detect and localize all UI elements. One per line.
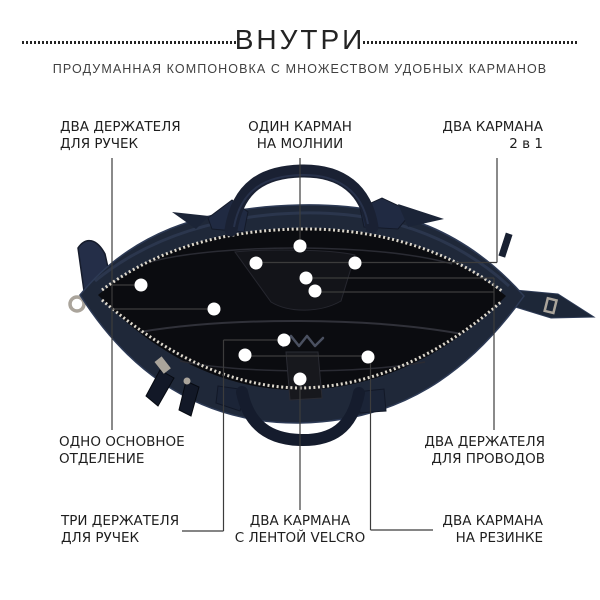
snap-hook-ring <box>68 295 86 313</box>
callout-wire-holders: ДВА ДЕРЖАТЕЛЯ ДЛЯ ПРОВОДОВ <box>424 434 545 467</box>
feature-dots <box>134 239 375 386</box>
callout-lines <box>111 158 498 532</box>
feature-dot-elastic-b <box>361 350 375 364</box>
callout-elastic-pockets: ДВА КАРМАНА НА РЕЗИНКЕ <box>442 513 543 546</box>
callout-label-line: ДЛЯ РУЧЕК <box>61 529 140 546</box>
callout-main-compartment: ОДНО ОСНОВНОЕ ОТДЕЛЕНИЕ <box>59 434 185 467</box>
callout-label-line: ОДИН КАРМАН <box>248 119 352 135</box>
callout-label-line: НА РЕЗИНКЕ <box>455 529 543 546</box>
top-handle <box>224 164 379 237</box>
callout-velcro-pockets: ДВА КАРМАНА С ЛЕНТОЙ VELCRO <box>235 513 366 546</box>
title-divider-left <box>22 41 237 44</box>
callout-label-line: ОДНО ОСНОВНОЕ <box>59 434 185 450</box>
handle-wing-right <box>398 204 444 227</box>
zipper-slider-2 <box>183 377 191 385</box>
callout-label-line: С ЛЕНТОЙ VELCRO <box>234 529 366 546</box>
callout-line-wire-holders <box>306 277 495 430</box>
handle-wing-left <box>172 212 209 229</box>
zipper-slider <box>154 356 171 374</box>
feature-dot-velcro <box>293 372 307 386</box>
feature-dot-2in1-b <box>348 256 362 270</box>
top-handle-highlight <box>233 173 369 228</box>
callout-label-line: ДВА КАРМАНА <box>442 119 543 135</box>
callout-line-elastic <box>245 355 433 531</box>
callout-label-line: ОТДЕЛЕНИЕ <box>59 450 145 467</box>
zipper-pull-tassel <box>145 369 175 407</box>
feature-dot-main-compartment <box>207 302 221 316</box>
callout-line-left-column <box>111 158 209 430</box>
callout-label-line: ДВА ДЕРЖАТЕЛЯ <box>60 119 181 135</box>
page-subtitle: ПРОДУМАННАЯ КОМПОНОВКА С МНОЖЕСТВОМ УДОБ… <box>52 62 548 76</box>
callout-line-2in1 <box>256 158 498 264</box>
callout-label-line: ДЛЯ ПРОВОДОВ <box>431 450 545 467</box>
callout-pockets-2in1: ДВА КАРМАНА 2 в 1 <box>442 119 543 152</box>
feature-dot-zip-pocket <box>293 239 307 253</box>
callout-pen-holders-top: ДВА ДЕРЖАТЕЛЯ ДЛЯ РУЧЕК <box>60 119 181 152</box>
callout-label-line: ТРИ ДЕРЖАТЕЛЯ <box>61 513 180 529</box>
callout-label-line: 2 в 1 <box>509 135 543 152</box>
callout-zip-pocket: ОДИН КАРМАН НА МОЛНИИ <box>248 119 352 152</box>
buckle <box>543 296 559 315</box>
feature-dot-2in1-a <box>249 256 263 270</box>
page-title: ВНУТРИ <box>234 24 366 55</box>
zipper-pull-right <box>498 232 513 258</box>
zipper-teeth-top <box>101 227 503 293</box>
feature-dot-pen-top <box>134 278 148 292</box>
callout-label-line: НА МОЛНИИ <box>256 135 344 152</box>
title-divider-right <box>363 41 578 44</box>
callout-line-pen-holders-bottom <box>182 339 284 532</box>
feature-dot-pen-bottom <box>277 333 291 347</box>
feature-dot-wire-b <box>308 284 322 298</box>
bag-photo <box>68 164 596 447</box>
zipper-pull-tassel-2 <box>178 380 200 417</box>
callout-label-line: ДВА КАРМАНА <box>442 513 543 529</box>
inner-flap <box>234 249 356 311</box>
callout-label-line: ДВА ДЕРЖАТЕЛЯ <box>424 434 545 450</box>
feature-dot-elastic-a <box>238 348 252 362</box>
callout-label-line: ДЛЯ РУЧЕК <box>60 135 139 152</box>
feature-dot-wire-a <box>299 271 313 285</box>
callout-label-line: ДВА КАРМАНА <box>249 513 351 529</box>
callout-pen-holders-bottom: ТРИ ДЕРЖАТЕЛЯ ДЛЯ РУЧЕК <box>61 513 179 546</box>
inner-divider-edge <box>139 319 463 335</box>
